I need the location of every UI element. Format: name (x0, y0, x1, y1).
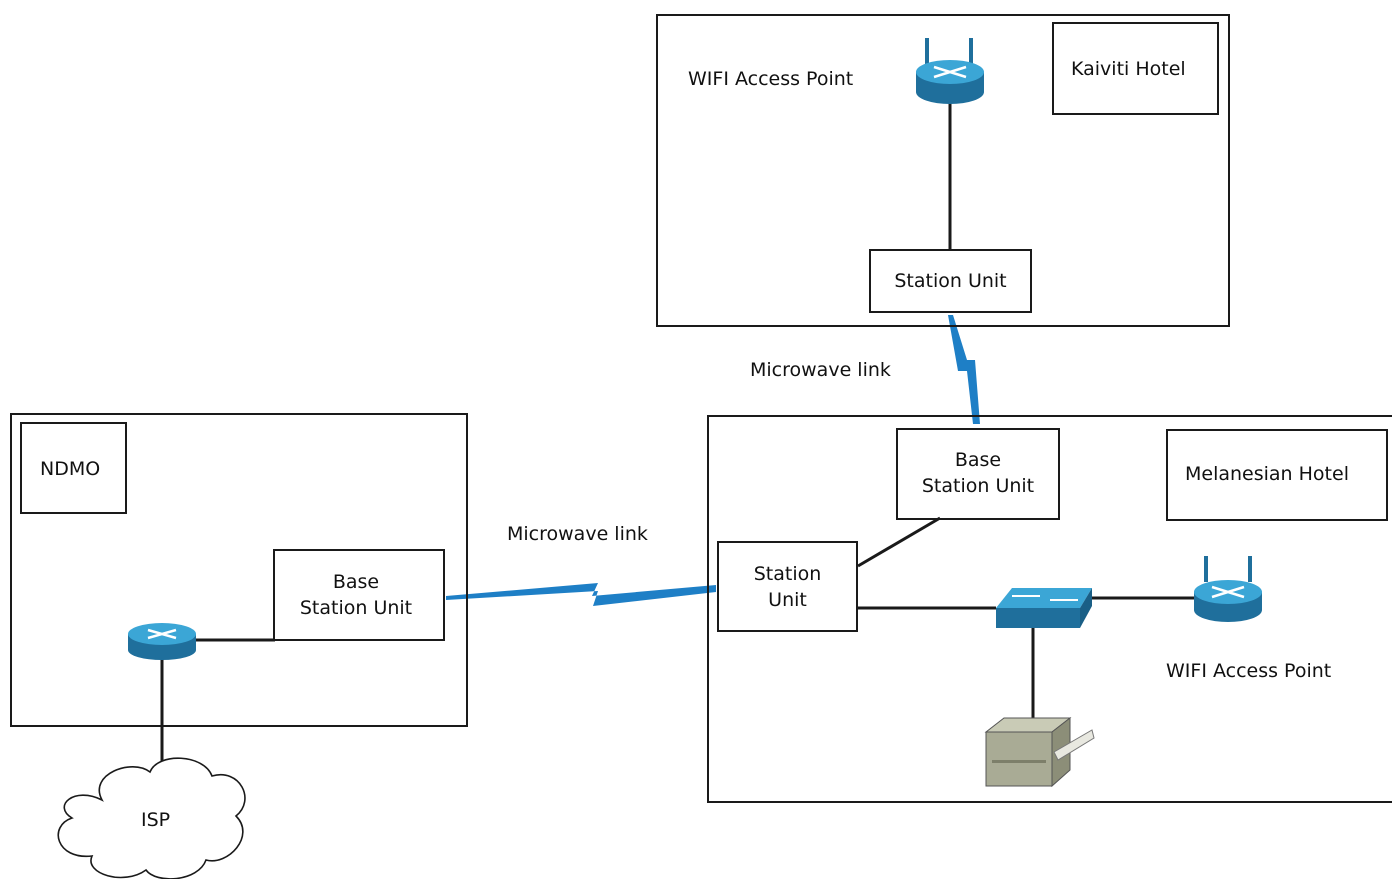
wifi-router-icon (916, 38, 984, 104)
router-icon (128, 623, 196, 660)
kaiviti-station-unit-label: Station Unit (894, 270, 1007, 292)
cloud-icon (57, 757, 246, 879)
site-melanesian-name-box (1166, 429, 1388, 521)
microwave-bolt-icon (948, 315, 980, 424)
ndmo-base-station-unit-label: Base Station Unit (299, 571, 413, 619)
melanesian-hotel-label: Melanesian Hotel (1185, 463, 1349, 485)
connector-station-base (857, 516, 941, 568)
melanesian-base-station-unit-box (896, 428, 1060, 520)
melanesian-base-station-unit-label: Base Station Unit (921, 449, 1035, 497)
isp-label: ISP (141, 809, 171, 831)
ndmo-label: NDMO (40, 458, 101, 480)
site-kaiviti-container (656, 14, 1230, 327)
printer-icon (984, 716, 1095, 788)
site-ndmo-name-box (20, 422, 127, 514)
melanesian-station-unit-label: Station Unit (753, 563, 822, 611)
switch-icon (996, 588, 1092, 628)
melanesian-station-unit-box (717, 541, 858, 632)
site-kaiviti-name-box (1052, 22, 1219, 115)
microwave-bolt-icon (446, 583, 716, 606)
microwave-link-label-top: Microwave link (750, 359, 891, 381)
kaiviti-station-unit-box (869, 249, 1032, 313)
kaiviti-ap-label: WIFI Access Point (688, 68, 854, 90)
site-melanesian-container (707, 415, 1392, 803)
wifi-router-icon (1194, 556, 1262, 622)
ndmo-base-station-unit-box (273, 549, 445, 641)
melanesian-ap-label: WIFI Access Point (1166, 660, 1332, 682)
kaiviti-hotel-label: Kaiviti Hotel (1071, 58, 1186, 80)
microwave-link-label-left: Microwave link (507, 523, 648, 545)
site-ndmo-container (10, 413, 468, 727)
